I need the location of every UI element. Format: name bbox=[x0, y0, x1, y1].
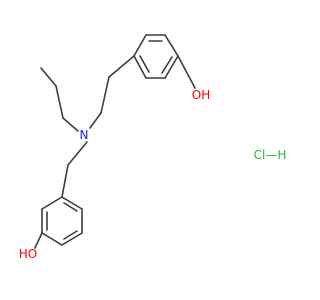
bond bbox=[164, 34, 179, 57]
upper-hydroxyl-label: OH bbox=[192, 88, 210, 102]
bond bbox=[61, 196, 83, 210]
upper-chain-bond bbox=[89, 112, 102, 129]
structure-canvas: N OH HO Cl—H bbox=[18, 34, 287, 261]
bond bbox=[61, 232, 83, 246]
bond bbox=[133, 34, 147, 57]
double-bond bbox=[63, 202, 78, 212]
upper-chain-bond bbox=[108, 55, 135, 78]
lower-benzene-ring bbox=[41, 196, 83, 246]
bond bbox=[41, 232, 63, 246]
bond bbox=[41, 196, 63, 210]
bond bbox=[164, 55, 179, 79]
lower-hydroxyl-label: HO bbox=[19, 247, 37, 261]
propyl-bond bbox=[55, 85, 64, 119]
nitrogen-label: N bbox=[80, 128, 89, 142]
bond-to-lower-oh bbox=[34, 232, 43, 249]
double-bond bbox=[161, 56, 173, 74]
double-bond bbox=[139, 55, 150, 73]
lower-chain-bond bbox=[61, 164, 69, 198]
propyl-bond bbox=[40, 67, 57, 87]
upper-benzene-ring bbox=[133, 34, 179, 79]
molecule-drawing: N OH HO Cl—H bbox=[19, 34, 287, 261]
propyl-bond bbox=[62, 117, 79, 132]
lower-chain-bond bbox=[67, 141, 88, 166]
bond-to-upper-oh bbox=[177, 55, 196, 89]
double-bond bbox=[63, 230, 78, 240]
upper-chain-bond bbox=[100, 76, 110, 114]
bond bbox=[133, 55, 147, 79]
hydrochloride-label: Cl—H bbox=[254, 148, 287, 162]
